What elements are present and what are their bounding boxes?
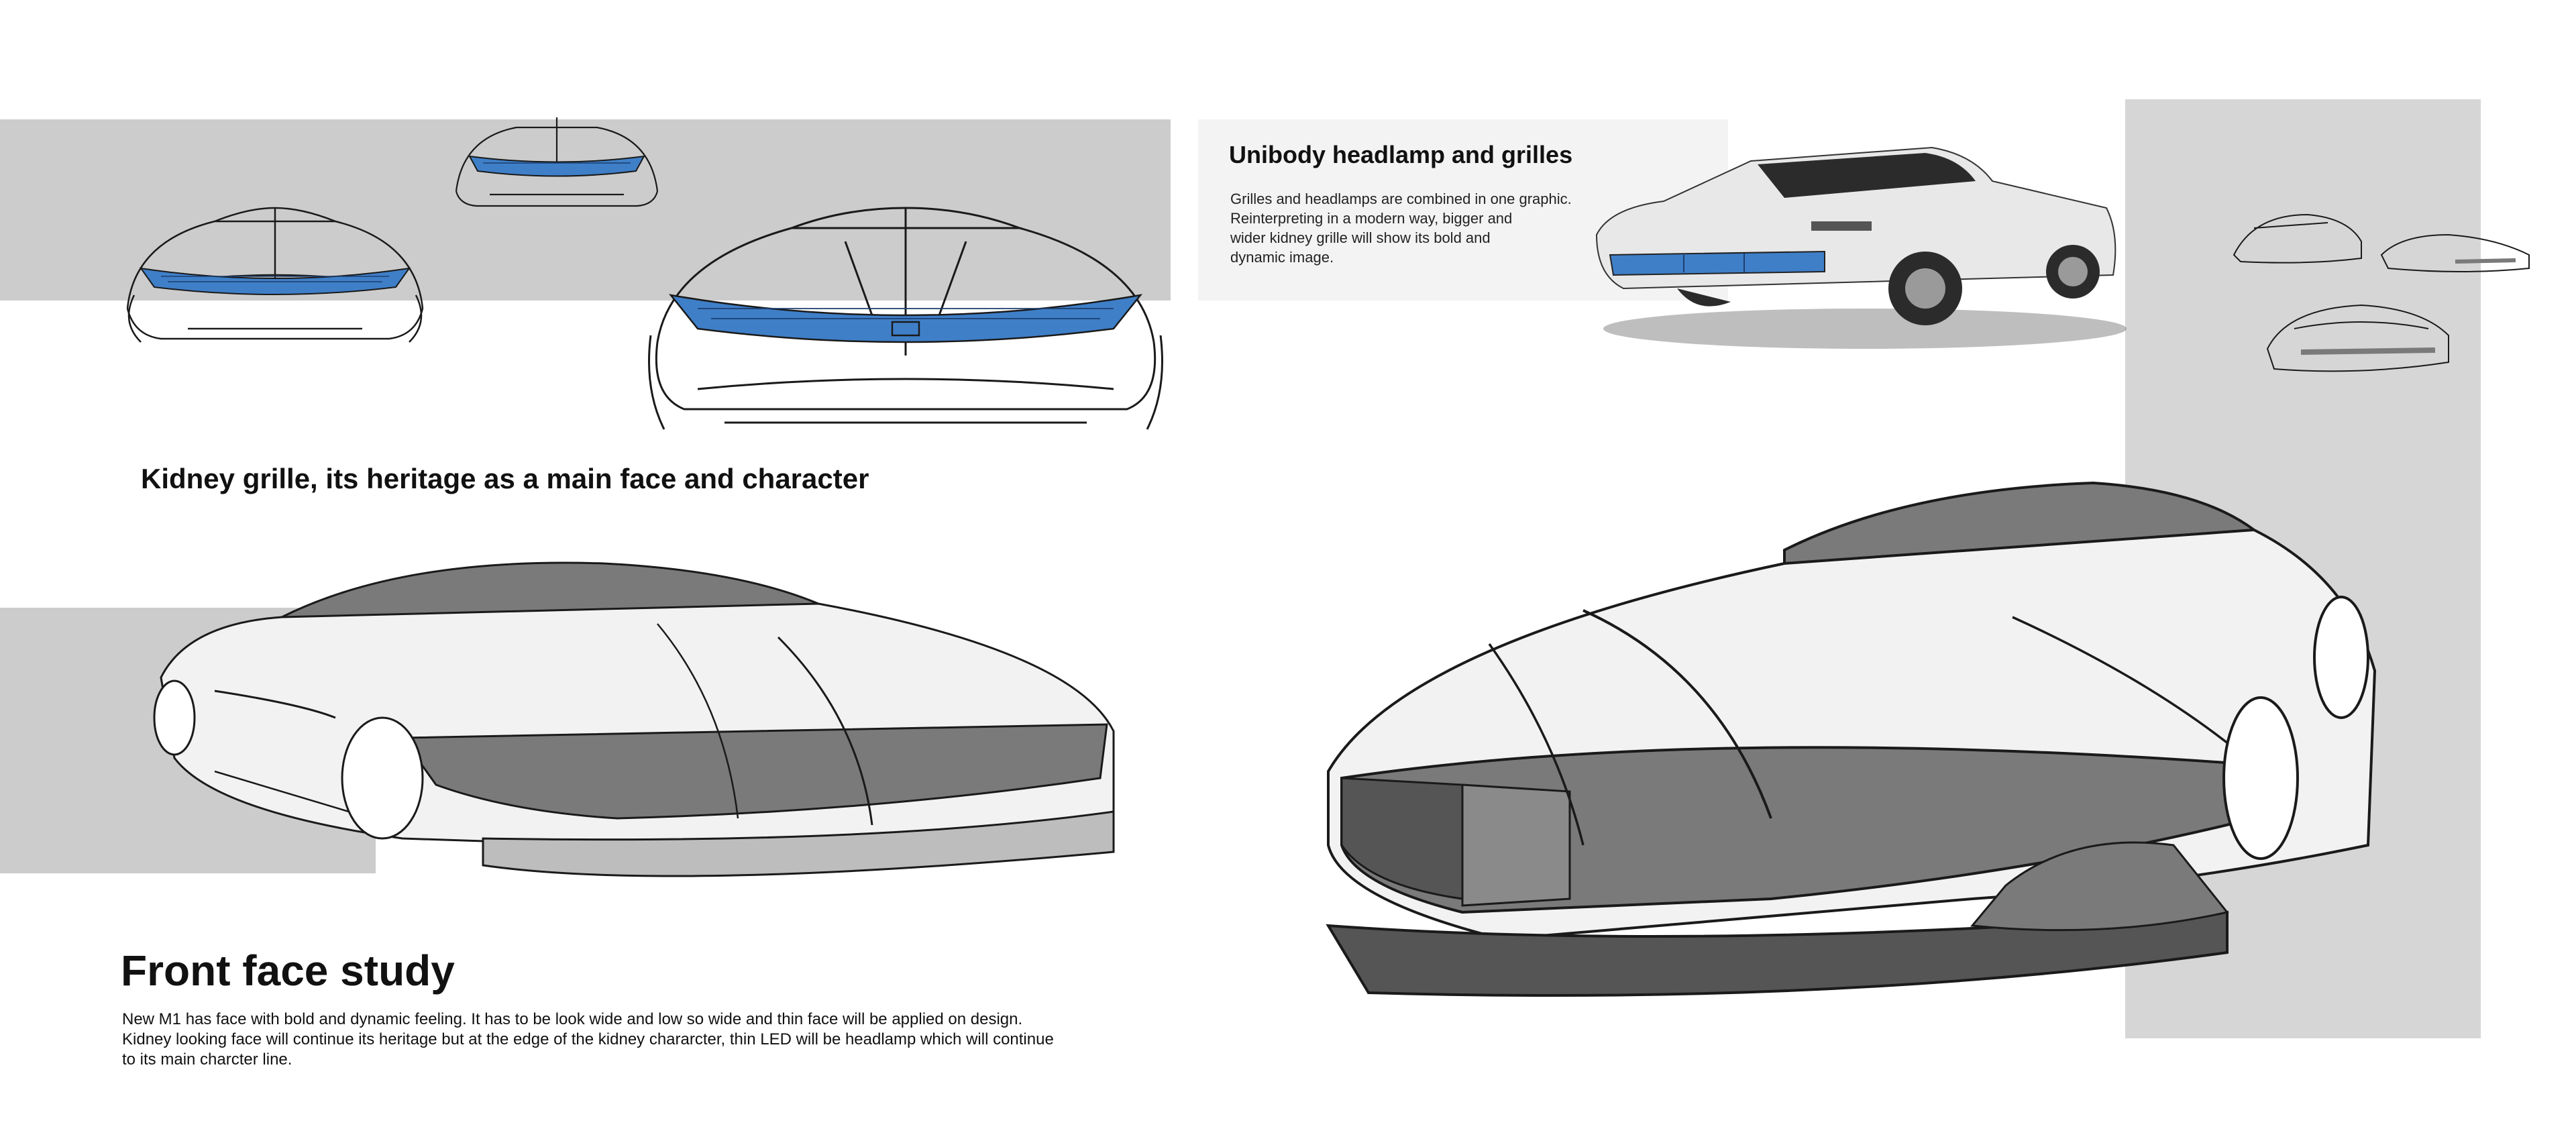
front-sketch-small-left xyxy=(126,207,424,343)
front-face-line-3: to its main charcter line. xyxy=(122,1050,292,1069)
background-band-top xyxy=(0,119,1171,301)
front-face-description: New M1 has face with bold and dynamic fe… xyxy=(122,1010,1115,1070)
unibody-line-1: Grilles and headlamps are combined in on… xyxy=(1230,190,1572,207)
unibody-line-4: dynamic image. xyxy=(1230,249,1334,266)
kidney-grille-heading: Kidney grille, its heritage as a main fa… xyxy=(141,463,869,494)
thumbnail-sketches xyxy=(2233,213,2530,372)
unibody-line-2: Reinterpreting in a modern way, bigger a… xyxy=(1230,210,1513,227)
three-quarter-sketch-left xyxy=(153,561,1115,877)
front-sketch-large xyxy=(648,207,1163,430)
reference-car-photo xyxy=(1595,146,2127,349)
unibody-line-3: wider kidney grille will show its bold a… xyxy=(1230,229,1491,246)
front-face-line-2: Kidney looking face will continue its he… xyxy=(122,1030,1054,1048)
front-face-heading: Front face study xyxy=(121,946,455,995)
unibody-description: Grilles and headlamps are combined in on… xyxy=(1230,189,1646,267)
three-quarter-sketch-right xyxy=(1326,481,2377,997)
front-sketch-small-top xyxy=(455,117,659,207)
front-face-line-1: New M1 has face with bold and dynamic fe… xyxy=(122,1010,1023,1028)
unibody-heading: Unibody headlamp and grilles xyxy=(1229,141,1573,168)
